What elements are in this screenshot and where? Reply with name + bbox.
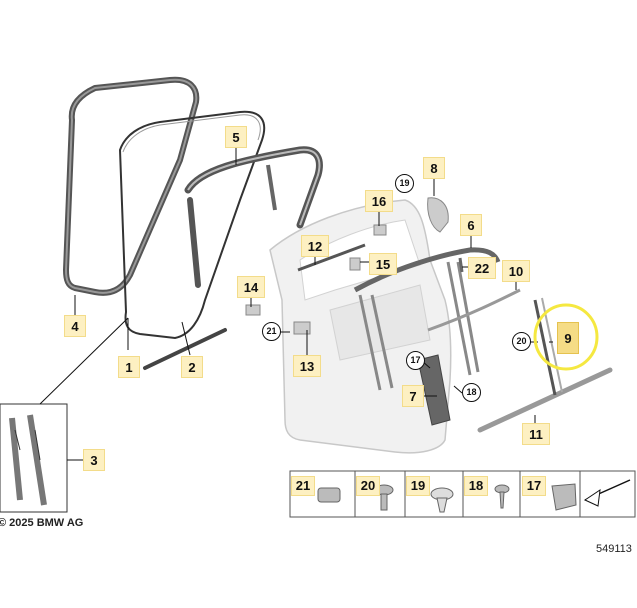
circle-label-18[interactable]: 18: [462, 383, 481, 402]
callout-part-5[interactable]: 5: [225, 126, 247, 148]
circle-label-17[interactable]: 17: [406, 351, 425, 370]
clip-part-16: [373, 224, 387, 236]
molding-part-12: [297, 243, 366, 272]
callout-part-9[interactable]: 9: [557, 322, 579, 354]
diagram-number: 549113: [596, 543, 632, 555]
trim-part-11: [477, 367, 613, 433]
legend-arrow: [583, 479, 631, 507]
legend-number-20[interactable]: 20: [356, 476, 380, 496]
legend-number-21[interactable]: 21: [291, 476, 315, 496]
callout-part-1[interactable]: 1: [118, 356, 140, 378]
circle-label-20[interactable]: 20: [512, 332, 531, 351]
circle-label-21[interactable]: 21: [262, 322, 281, 341]
legend-number-18[interactable]: 18: [464, 476, 488, 496]
callout-part-3[interactable]: 3: [83, 449, 105, 471]
callout-part-22[interactable]: 22: [468, 257, 496, 279]
copyright-notice: © 2025 BMW AG: [0, 517, 84, 529]
callout-part-15[interactable]: 15: [369, 253, 397, 275]
callout-part-16[interactable]: 16: [365, 190, 393, 212]
part-22: [458, 257, 464, 273]
callout-part-8[interactable]: 8: [423, 157, 445, 179]
seal-part-5: [184, 146, 323, 229]
legend-icon-19: [430, 487, 454, 513]
callout-part-12[interactable]: 12: [301, 235, 329, 257]
callout-part-6[interactable]: 6: [460, 214, 482, 236]
legend-icon-21: [317, 487, 341, 503]
trim-part-10: [427, 288, 521, 332]
callout-part-4[interactable]: 4: [64, 315, 86, 337]
legend-icon-18: [494, 484, 510, 509]
part-15: [349, 257, 361, 271]
callout-part-10[interactable]: 10: [502, 260, 530, 282]
circle-label-19[interactable]: 19: [395, 174, 414, 193]
seal-part-1: [118, 110, 266, 340]
part-8: [427, 197, 449, 233]
legend-number-17[interactable]: 17: [522, 476, 546, 496]
callout-part-14[interactable]: 14: [237, 276, 265, 298]
legend-number-19[interactable]: 19: [406, 476, 430, 496]
frame-part-7: [358, 261, 480, 391]
callout-part-13[interactable]: 13: [293, 355, 321, 377]
trim-part-6: [353, 247, 501, 293]
callout-part-7[interactable]: 7: [402, 385, 424, 407]
legend-icon-17: [551, 483, 577, 511]
part-13: [293, 321, 311, 335]
trim-part-17-18: [417, 354, 451, 426]
highlight-ring: [533, 303, 599, 371]
callout-part-11[interactable]: 11: [522, 423, 550, 445]
strip-part-9: [533, 299, 557, 396]
part-14: [245, 304, 261, 316]
callout-part-2[interactable]: 2: [181, 356, 203, 378]
seal-part-4: [63, 76, 200, 296]
seal-part-2: [143, 328, 227, 370]
